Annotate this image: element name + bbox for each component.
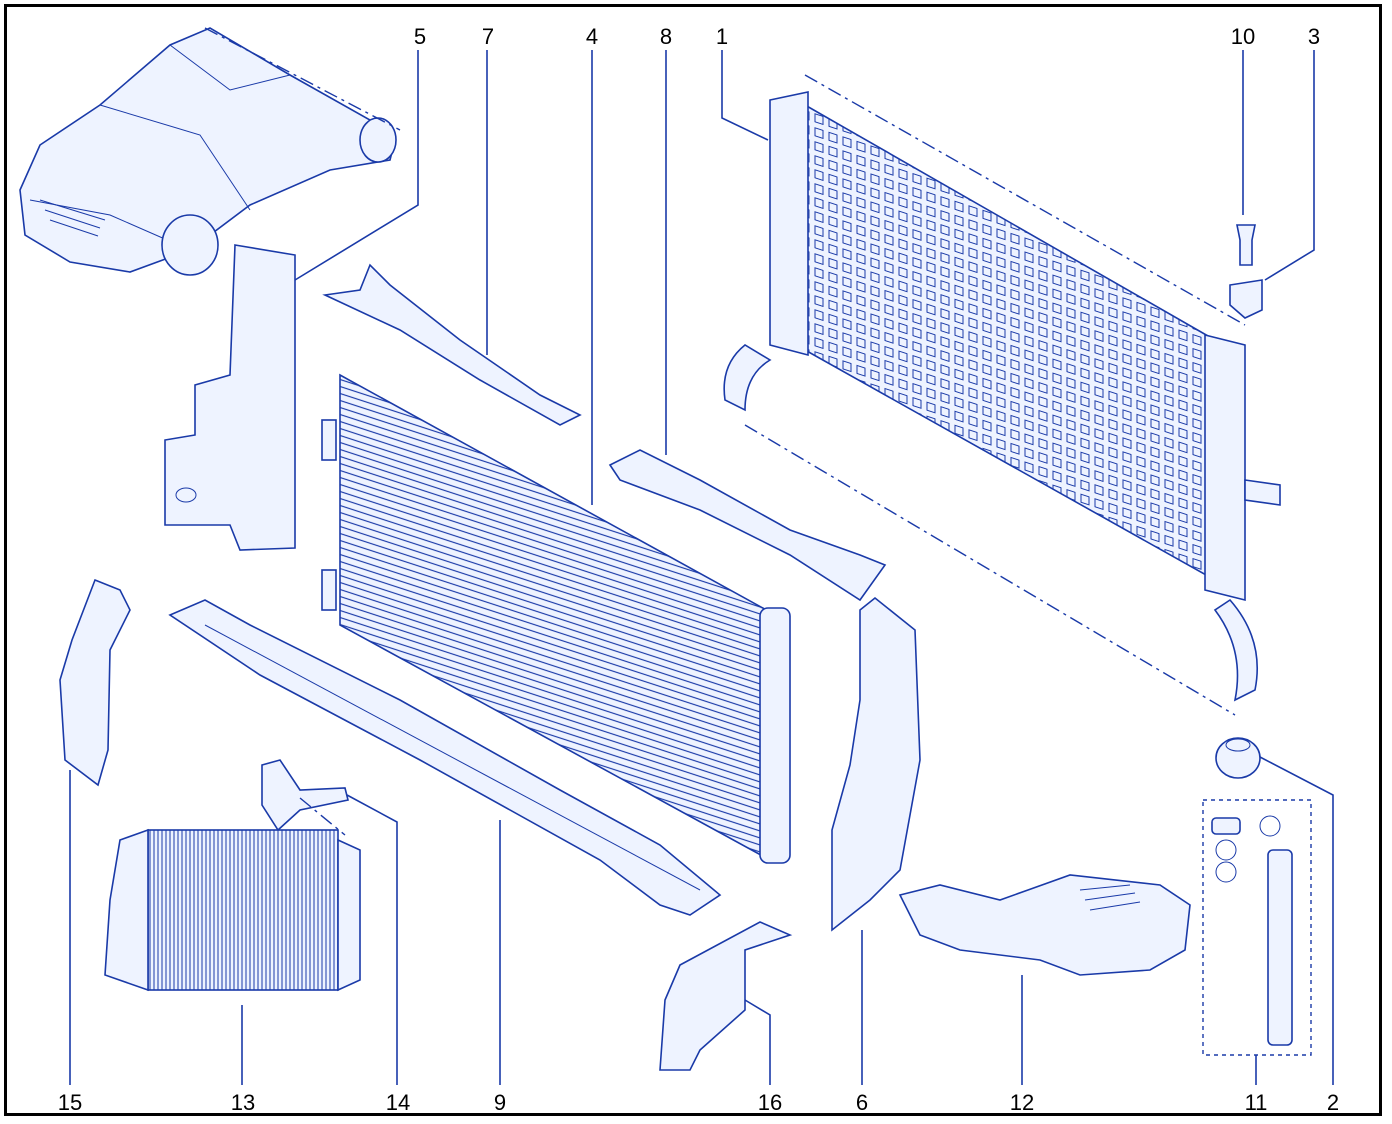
callout-4: 4 [586,24,598,49]
leader-lines [69,50,1334,1085]
callout-1: 1 [716,24,728,49]
callout-6: 6 [856,1090,868,1115]
part-15-deflector [59,578,131,787]
callout-5: 5 [414,24,426,49]
callout-2: 2 [1327,1090,1339,1115]
callout-14: 14 [386,1090,410,1115]
part-6-deflector [831,596,921,932]
callout-11: 11 [1245,1090,1268,1115]
callout-15: 15 [58,1090,82,1115]
part-11-dryer-kit [1202,799,1312,1056]
part-1-radiator [723,74,1281,716]
part-7-upper-deflector [322,263,582,426]
part-4-condenser [321,373,791,864]
part-3-bracket [1229,279,1263,319]
part-8-upper-deflector [608,449,887,602]
callout-8: 8 [660,24,672,49]
part-9-lower-deflector [168,599,722,916]
part-2-cap [1215,737,1261,779]
callout-labels: 5 7 4 8 1 10 3 15 13 14 9 16 6 12 11 2 [58,24,1339,1115]
callout-3: 3 [1308,24,1320,49]
part-12-duct [898,874,1191,976]
callout-9: 9 [494,1090,506,1115]
callout-16: 16 [758,1090,782,1115]
part-14-bracket [261,759,349,836]
callout-12: 12 [1010,1090,1034,1115]
part-13-aux-radiator [104,828,361,992]
callout-10: 10 [1231,24,1255,49]
part-10-plug [1236,224,1256,266]
part-16-deflector [659,921,793,1071]
car-illustration [19,27,401,276]
callout-13: 13 [231,1090,255,1115]
part-5-deflector [164,244,296,551]
callout-7: 7 [482,24,494,49]
